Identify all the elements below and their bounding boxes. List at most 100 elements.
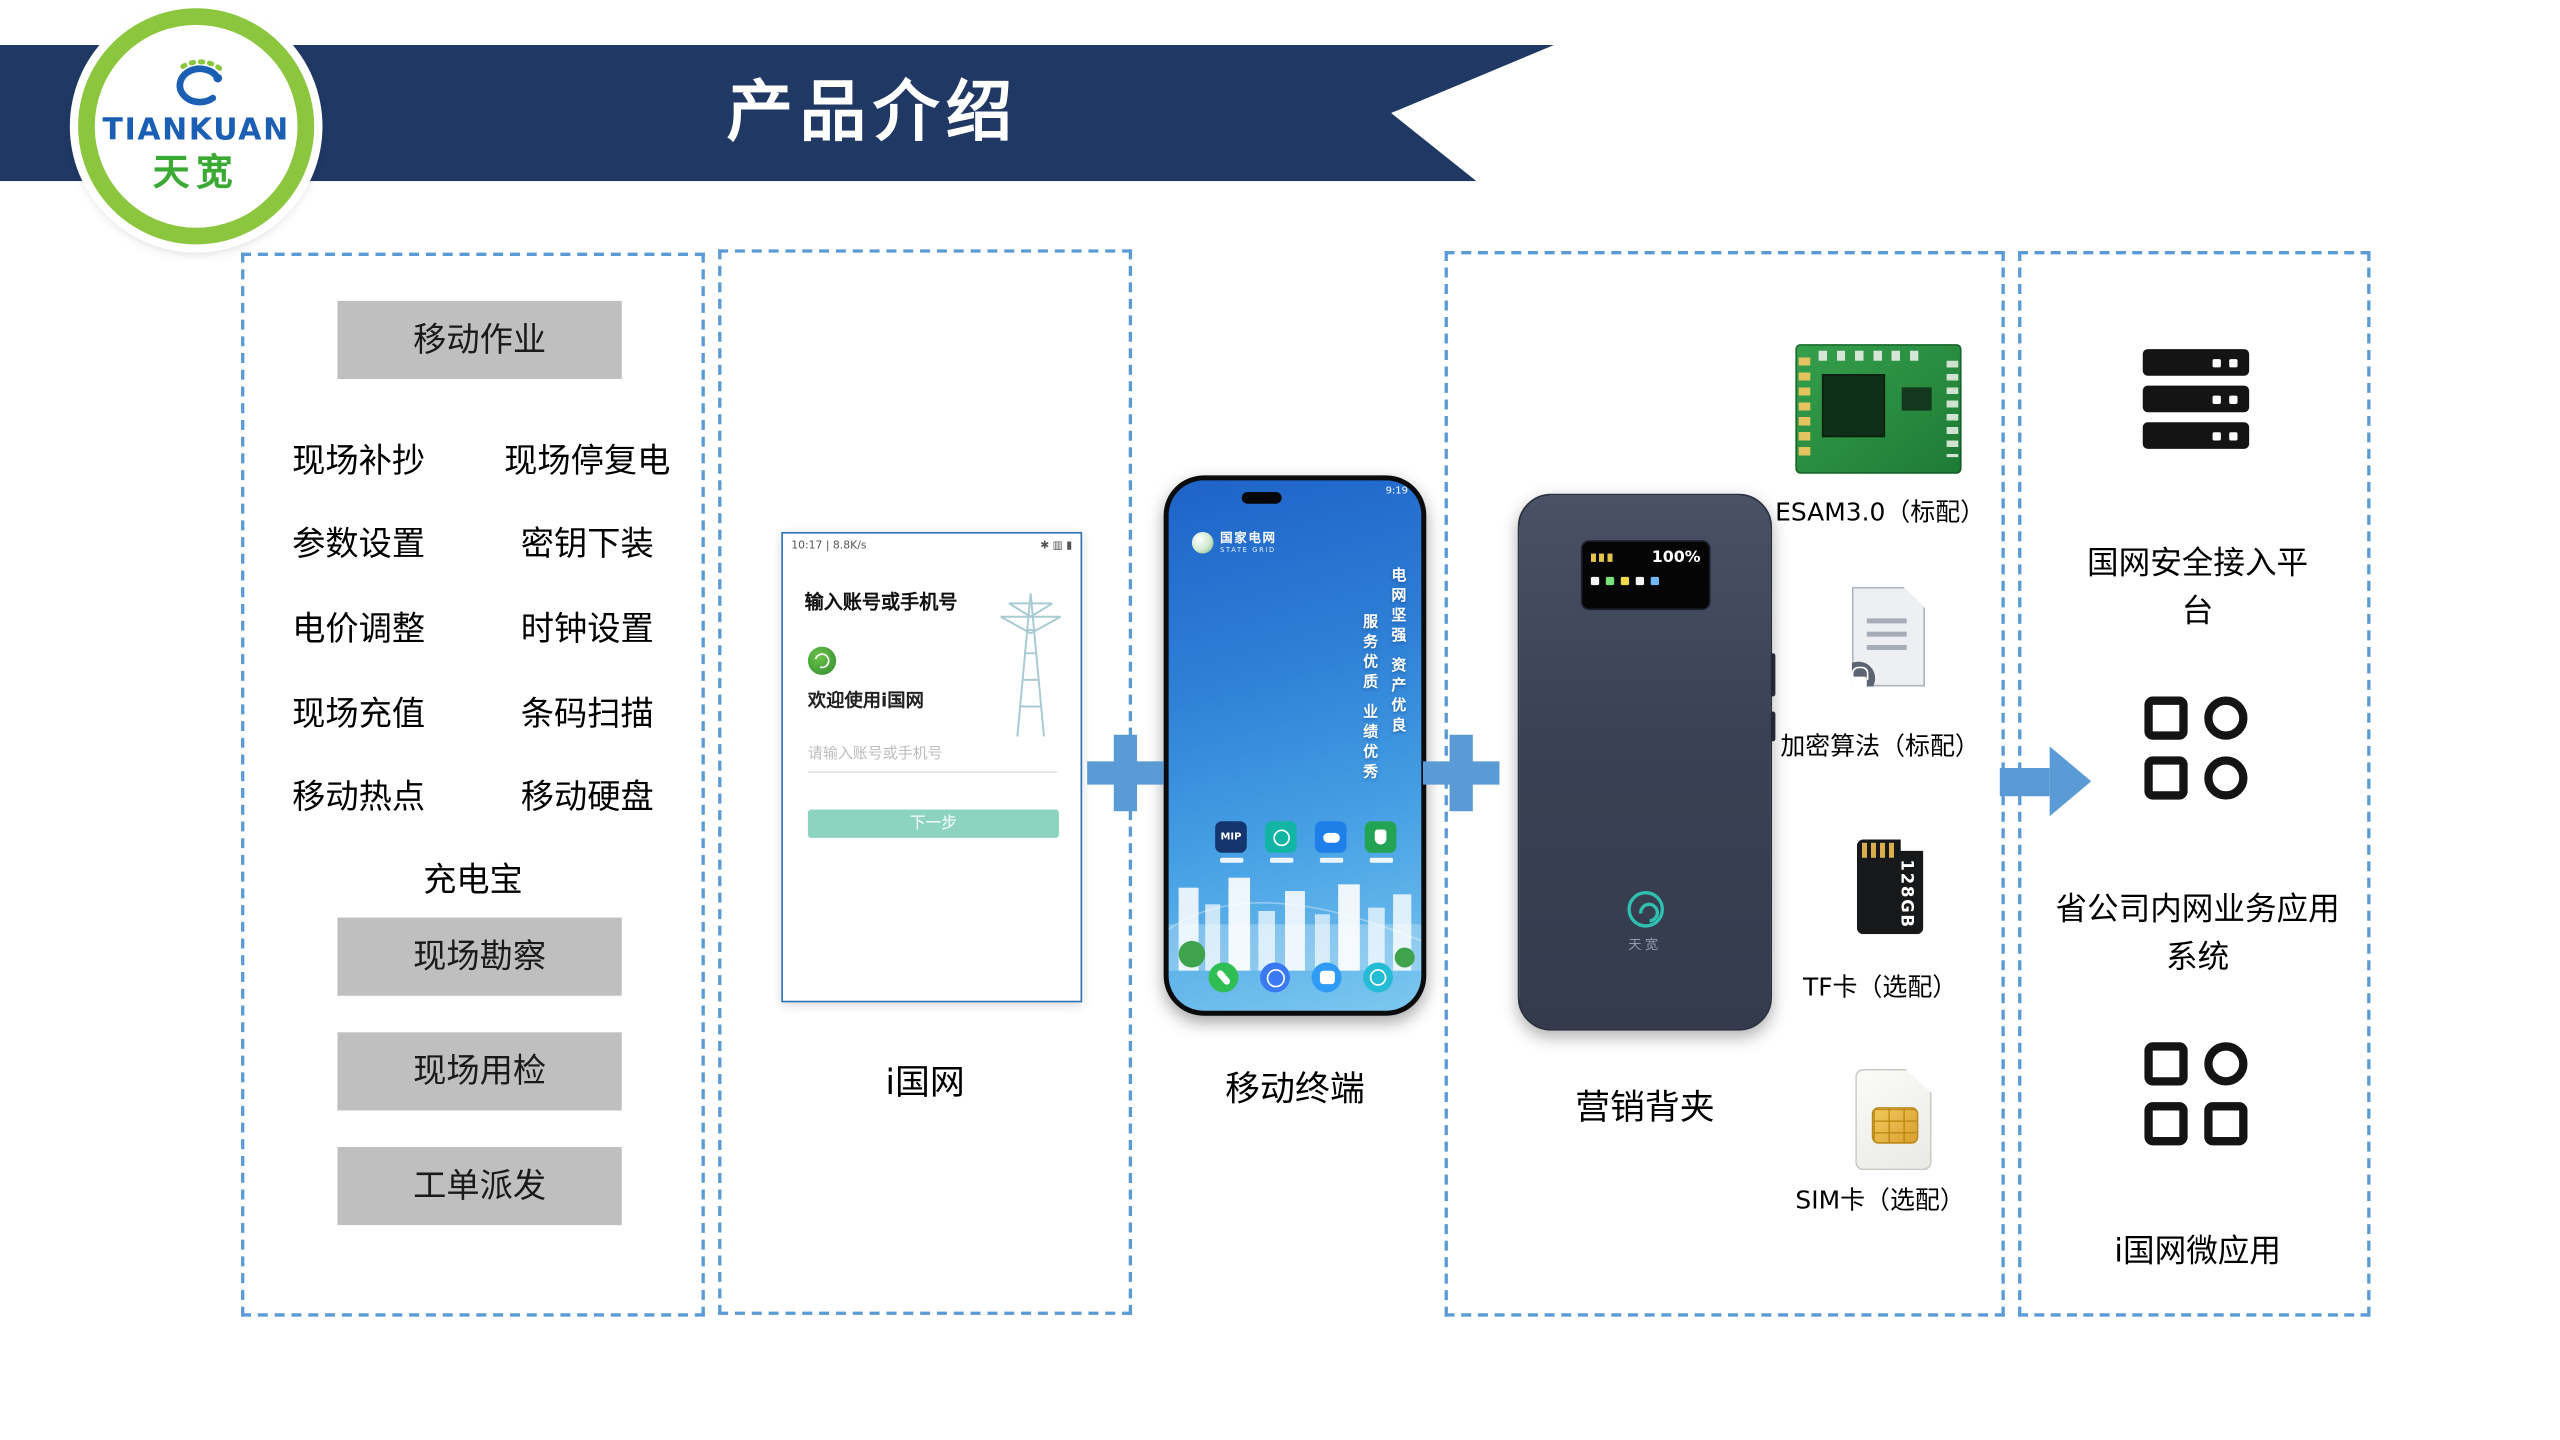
security-app-icon[interactable] [1265, 821, 1297, 853]
mobile-ops-box-inspection: 现场用检 [337, 1032, 622, 1111]
next-step-button[interactable]: 下一步 [807, 809, 1059, 838]
app-status-bar: 10:17 | 8.8K/s ✱ ▥ ▮ [791, 539, 1072, 553]
esam-module-image [1795, 344, 1962, 474]
tf-card-contacts [1861, 842, 1899, 858]
box-label: 工单派发 [413, 1165, 547, 1206]
plus-icon [1087, 734, 1164, 812]
feature-label: 条码扫描 [520, 693, 654, 734]
app-screenshot: 10:17 | 8.8K/s ✱ ▥ ▮ 输入账号或手机号 欢迎使用i国网 请输… [781, 531, 1083, 1003]
mip-app-icon[interactable]: MIP [1215, 821, 1247, 853]
mobile-ops-box-survey: 现场勘察 [337, 917, 622, 996]
account-input[interactable]: 请输入账号或手机号 [807, 746, 943, 764]
sim-card-label: SIM卡（选配） [1795, 1185, 1965, 1216]
app-caption: i国网 [885, 1062, 965, 1103]
mobile-ops-header-box: 移动作业 [337, 300, 622, 380]
mobile-ops-header-label: 移动作业 [413, 319, 547, 360]
panel-mobile-operations: 移动作业 现场补抄 现场停复电 参数设置 密钥下装 电价调整 时钟设置 现场充值… [241, 252, 705, 1317]
app-status-right: ✱ ▥ ▮ [1040, 538, 1073, 552]
phone-status-bar: 9:19 [1182, 485, 1408, 497]
terminal-caption: 移动终端 [1225, 1068, 1365, 1109]
platform-item-secure-access: 国网安全接入平台 [2087, 545, 2309, 631]
logo-name-en: TIANKUAN [102, 113, 290, 148]
feature-label: 参数设置 [292, 523, 426, 564]
feature-label: 现场停复电 [504, 440, 671, 481]
box-label: 现场用检 [413, 1050, 547, 1091]
feature-row: 现场充值 条码扫描 [244, 672, 701, 755]
feature-label: 现场充值 [292, 693, 426, 734]
wallpaper-app-row: MIP [1215, 821, 1397, 862]
platform-item-intranet-apps: 省公司内网业务应用系统 [2055, 891, 2340, 976]
feature-label: 密钥下装 [520, 523, 654, 564]
platform-item-micro-app: i国网微应用 [2114, 1233, 2281, 1271]
tf-card-capacity: 128GB [1896, 859, 1916, 929]
state-grid-name-en: STATE GRID [1220, 545, 1276, 555]
mobile-ops-box-dispatch: 工单派发 [337, 1147, 622, 1226]
state-grid-name-cn: 国家电网 [1220, 530, 1277, 546]
box-label: 现场勘察 [413, 935, 547, 976]
company-logo: TIANKUAN 天宽 [78, 8, 315, 245]
messages-icon[interactable] [1311, 962, 1342, 993]
server-icon [2142, 349, 2250, 459]
side-button [1770, 711, 1776, 742]
feature-label: 移动热点 [292, 776, 426, 817]
mip-label: MIP [1220, 830, 1242, 843]
cloud-app-icon[interactable] [1314, 821, 1347, 853]
state-grid-emblem: 国家电网 STATE GRID [1191, 530, 1277, 555]
camera-pill [1241, 492, 1282, 504]
feature-row: 参数设置 密钥下装 [244, 502, 701, 585]
input-underline [807, 771, 1058, 773]
feature-label: 电价调整 [292, 608, 426, 649]
tf-card-label: TF卡（选配） [1802, 972, 1958, 1003]
encryption-algorithm-icon [1852, 587, 1925, 687]
feature-label: 移动硬盘 [520, 776, 654, 817]
back-clip-device: 100% 天宽 [1517, 493, 1776, 1031]
esam-label: ESAM3.0（标配） [1775, 497, 1986, 527]
feature-label-single: 充电宝 [423, 859, 523, 900]
flow-arrow-icon [1999, 768, 2050, 797]
phone-time: 9:19 [1385, 485, 1409, 498]
logo-name-cn: 天宽 [152, 152, 240, 194]
phone-dock [1208, 962, 1394, 993]
micro-apps-icon [2144, 1042, 2248, 1146]
phone-call-icon[interactable] [1208, 962, 1239, 993]
app-login-title: 输入账号或手机号 [804, 590, 958, 614]
wallpaper-slogan-left: 服务优质 业绩优秀 [1359, 613, 1377, 784]
apps-grid-icon [2144, 696, 2248, 800]
app-welcome-text: 欢迎使用i国网 [807, 689, 924, 712]
feature-row: 移动热点 移动硬盘 [244, 755, 701, 838]
app-caption-bar [1368, 857, 1393, 862]
battery-percent: 100% [1651, 548, 1701, 567]
tiankuan-logo-icon [1626, 891, 1664, 928]
camera-icon[interactable] [1363, 962, 1394, 993]
sim-card-image [1855, 1068, 1932, 1171]
page-title: 产品介绍 [726, 74, 1020, 152]
transmission-tower-icon [1000, 593, 1062, 737]
device-brand-label: 天宽 [1628, 937, 1662, 953]
plus-icon [1422, 734, 1500, 812]
encryption-label: 加密算法（标配） [1780, 731, 1980, 762]
lock-icon [1842, 662, 1875, 695]
feature-label: 现场补抄 [292, 440, 426, 481]
tf-card-image: 128GB [1856, 839, 1924, 935]
app-caption-bar [1219, 857, 1243, 862]
logo-swirl-icon [176, 59, 226, 106]
side-button [1770, 653, 1776, 697]
phone-screen: 9:19 国家电网 STATE GRID 电网坚强 资产优良 服务优质 业绩优秀 [1168, 480, 1422, 1011]
flow-arrow-head [2049, 746, 2092, 817]
app-logo-icon [807, 646, 837, 675]
app-status-left: 10:17 | 8.8K/s [791, 538, 867, 552]
wallpaper-slogan-right: 电网坚强 资产优良 [1388, 566, 1405, 737]
feature-label: 时钟设置 [520, 608, 654, 649]
browser-icon[interactable] [1260, 962, 1290, 993]
app-caption-bar [1269, 857, 1293, 862]
state-grid-badge-icon [1191, 531, 1214, 554]
panel-back-clip: 100% 天宽 营销背夹 ESAM3.0（标配） 加密算法（标配） 128GB [1444, 251, 2005, 1317]
app-caption-bar [1319, 857, 1343, 862]
sim-chip-icon [1871, 1107, 1919, 1144]
signal-icon [1590, 554, 1615, 563]
panel-app: 10:17 | 8.8K/s ✱ ▥ ▮ 输入账号或手机号 欢迎使用i国网 请输… [718, 249, 1133, 1315]
feature-row: 电价调整 时钟设置 [244, 587, 701, 670]
charging-app-icon[interactable] [1364, 821, 1397, 853]
back-clip-display: 100% [1580, 540, 1711, 611]
